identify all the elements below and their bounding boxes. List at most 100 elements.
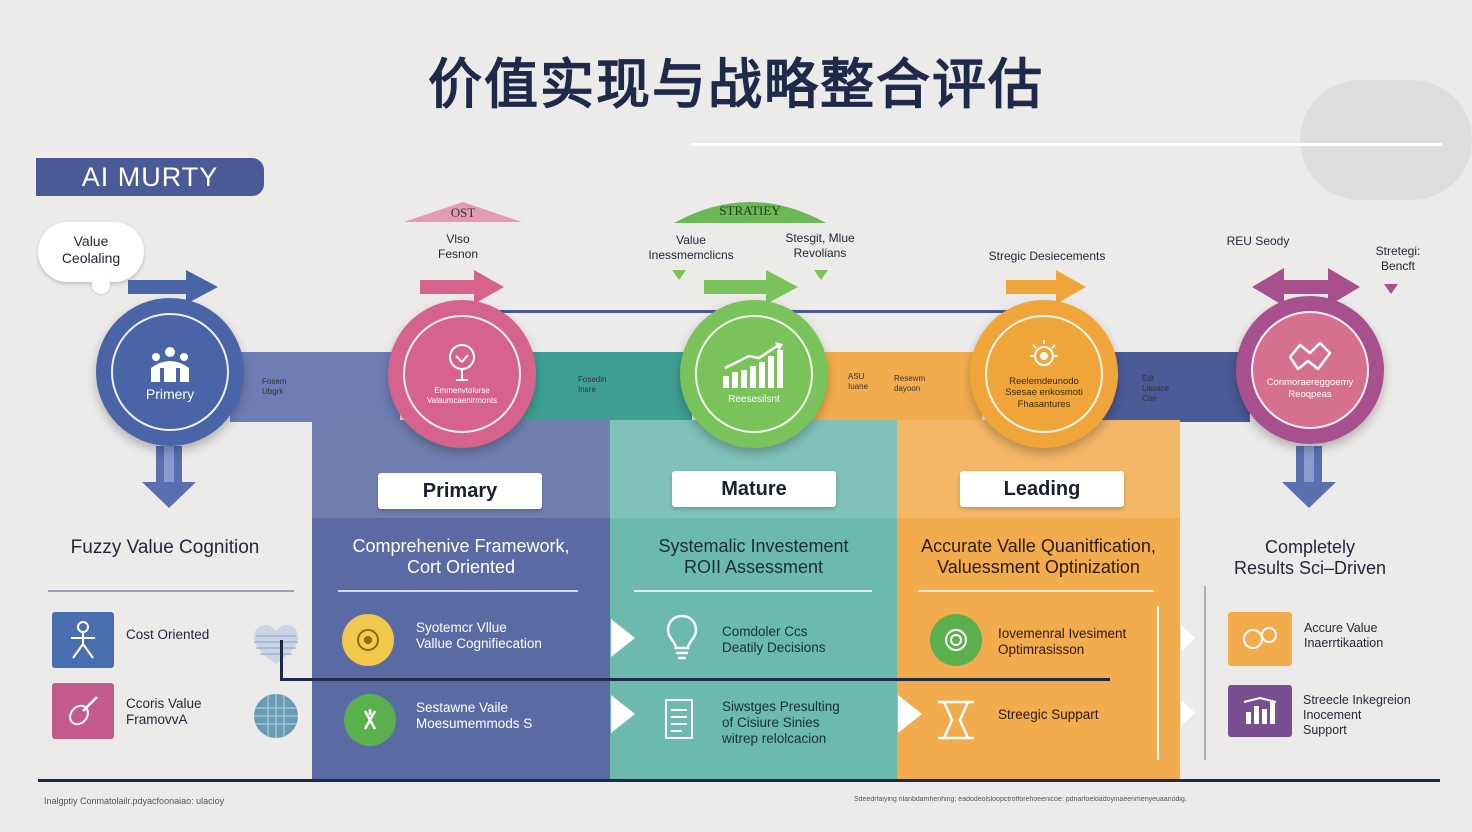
level-heading-mature: Systemalic Investement ROII Assessment — [658, 536, 849, 577]
speech-bubble-text: Value Ceolaling — [61, 233, 121, 266]
pedestal-icon — [938, 700, 974, 740]
fork-knife-icon — [363, 709, 377, 730]
guitar-icon — [69, 696, 98, 726]
separator — [634, 590, 872, 592]
title-underline — [692, 143, 1442, 146]
leading-item-icon — [930, 614, 982, 666]
stage3-top-left-label: Value Inessmemclicns — [648, 233, 734, 262]
purple-marker-icon — [1384, 284, 1398, 294]
band-label-2: Fosedin Insre — [578, 375, 607, 394]
speech-bubble-tail — [92, 276, 110, 294]
footer-note-right: Sdeedrfaiying nlanbdamhenhing; eadodeols… — [854, 796, 1187, 803]
page-title: 价值实现与战略整合评估 — [428, 55, 1044, 115]
stage5-top-left-label: REU Seody — [1226, 234, 1290, 248]
stage2-top-label: Vlso Fesnon — [437, 232, 479, 261]
target-icon — [945, 629, 967, 651]
band-segment — [812, 352, 982, 422]
bar-chart-icon — [1243, 696, 1277, 724]
double-arrow-icon — [1252, 268, 1360, 306]
strategy-arc-label: STRATIEY — [719, 203, 781, 218]
left-item-icon — [52, 683, 114, 739]
document-checklist-icon — [665, 699, 693, 739]
tree-icon — [449, 344, 475, 381]
speech-bubble: Value Ceolaling — [38, 222, 144, 282]
stage5-top-right-label: Stretegi: Bencft — [1375, 244, 1421, 273]
person-balance-icon — [71, 621, 95, 659]
primary-item-label-1: Syotemcr Vllue Vallue Cognifiecation — [416, 620, 542, 651]
stakeholders-icon — [151, 347, 189, 382]
divider-line — [1157, 606, 1159, 760]
flow-line — [280, 678, 1110, 681]
handshake-icon — [1288, 341, 1332, 371]
level-name-primary: Primary — [378, 473, 542, 509]
separator — [918, 590, 1154, 592]
down-arrow-icon — [142, 446, 196, 508]
band-segment — [520, 352, 692, 422]
mature-item-label-2: Siwstges Presulting of Cisiure Sinies wi… — [722, 699, 840, 746]
stage3-top-right-label: Stesgit, Mlue Revolians — [785, 231, 855, 260]
left-item-label-1: Cost Oriented — [126, 627, 210, 642]
section-tag: AI MURTY — [36, 158, 264, 196]
left-item-icon — [52, 612, 114, 668]
lightbulb-icon — [666, 614, 698, 660]
band-label-4: Resewm dayoon — [894, 374, 926, 393]
band-segment — [1100, 352, 1250, 422]
level-name-leading: Leading — [960, 471, 1124, 507]
mature-item-label-1: Comdoler Ccs Deatily Decisions — [722, 624, 826, 655]
primary-item-label-2: Sestawne Vaile Moesumemmods S — [416, 700, 533, 731]
bottom-rule — [38, 779, 1440, 782]
divider-line — [1204, 586, 1206, 760]
right-arrow-icon — [128, 270, 218, 304]
circle-label: Primery — [145, 386, 195, 402]
stage-circle-primary: Primery — [96, 298, 244, 446]
cost-triangle-banner: OST — [404, 202, 522, 222]
left-item-label-2: Ccoris Value FramovvA — [126, 696, 202, 727]
right-column-heading: Completely Results Sci–Driven — [1233, 537, 1387, 578]
stage4-top-label: Stregic Desiecements — [988, 249, 1106, 263]
growth-chart-icon — [723, 342, 783, 388]
level-name-mature: Mature — [672, 471, 836, 507]
right-item-label-1: Accure Value Inaerrtikaation — [1304, 621, 1384, 650]
band-label-1: Fosem Ubgrk — [262, 377, 287, 396]
level-heading-leading: Accurate Valle Quanitfication, Valuessme… — [921, 536, 1156, 577]
separator — [338, 590, 578, 592]
circle-label: Reesesilsnt — [728, 394, 780, 405]
right-item-label-2: Streecle Inkegreion Inocement Support — [1303, 693, 1411, 737]
right-arrow-icon — [704, 270, 798, 304]
chevron-right-icon — [611, 695, 635, 733]
chevron-right-icon — [898, 695, 922, 733]
primary-item-icon — [344, 694, 396, 746]
right-item-icon — [1228, 685, 1292, 737]
band-label-3: ASU Iuane — [848, 372, 869, 391]
stage-circle-value: Reesesilsnt — [680, 300, 828, 448]
level-heading-primary: Comprehenive Framework, Cort Oriented — [352, 536, 570, 577]
right-arrow-icon — [420, 270, 504, 304]
flow-line — [280, 640, 283, 680]
stage-circle-benefit: Conmoraereggoemy Reoqpeas — [1236, 296, 1384, 444]
background-cloud — [1300, 80, 1472, 200]
chevron-right-icon — [1181, 625, 1195, 651]
money-hand-icon — [1243, 627, 1277, 649]
chevron-right-icon — [611, 619, 635, 657]
circle-label: Conmoraereggoemy Reoqpeas — [1266, 377, 1354, 400]
circle-label: Emmenvtolurse Valaumcaenirmonts — [426, 386, 498, 405]
separator — [48, 590, 294, 592]
strategy-arc-banner: STRATIEY — [674, 202, 826, 223]
leading-item-label-2: Streegic Suppart — [998, 707, 1099, 722]
circle-label: Reelemdeunodo Ssesae enkosmoti Fhasantur… — [1005, 375, 1083, 410]
band-segment — [230, 352, 400, 422]
primary-item-icon — [342, 614, 394, 666]
right-arrow-icon — [1006, 270, 1086, 304]
sphere-pattern-icon — [254, 694, 298, 738]
heart-pattern-icon — [253, 624, 299, 664]
leading-item-label-1: Iovemenral Ivesiment Optimrasisson — [998, 626, 1127, 657]
green-marker-icon — [672, 270, 686, 280]
down-arrow-icon — [1282, 446, 1336, 508]
band-label-5: Edt Lissace Coe — [1142, 374, 1170, 403]
left-column-heading: Fuzzy Value Cognition — [70, 537, 260, 558]
stage-circle-cost: Emmenvtolurse Valaumcaenirmonts — [388, 300, 536, 448]
sun-gear-icon — [1030, 339, 1058, 366]
cost-triangle-label: OST — [451, 205, 476, 220]
right-item-icon — [1228, 612, 1292, 666]
green-marker-icon — [814, 270, 828, 280]
